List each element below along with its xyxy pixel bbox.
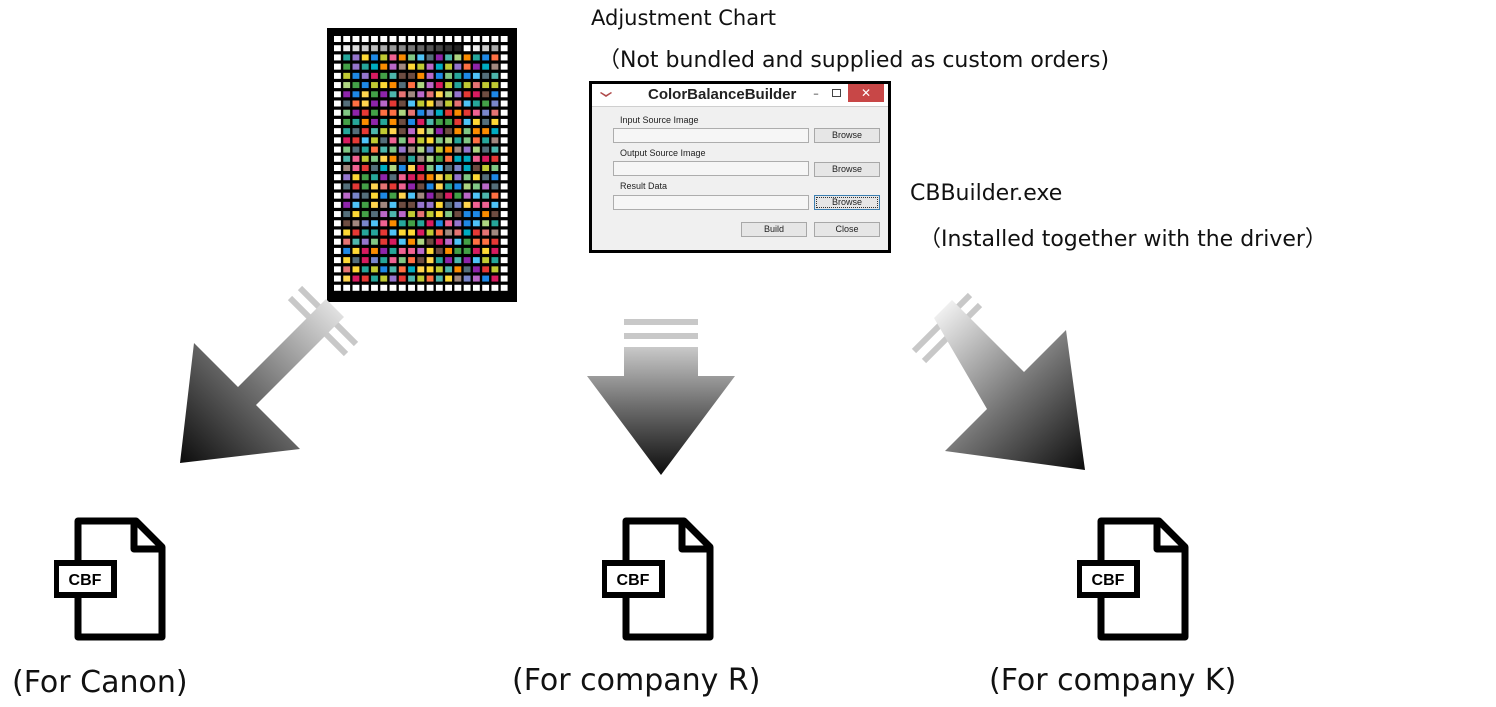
cbbuilder-window: ColorBalanceBuilder – ✕ Input Source Ima… [589,81,891,253]
adjustment-chart-title: Adjustment Chart [591,6,776,30]
output-caption-company-r: (For company R) [512,663,761,698]
file-icon: CBF [1077,517,1189,641]
close-button[interactable]: Close [814,222,880,237]
close-window-button[interactable]: ✕ [848,84,884,102]
build-button[interactable]: Build [741,222,807,237]
result-data-label: Result Data [620,181,668,191]
output-source-field[interactable] [613,161,809,176]
window-title: ColorBalanceBuilder [648,86,797,103]
window-titlebar: ColorBalanceBuilder – ✕ [592,84,888,107]
input-source-label: Input Source Image [620,115,699,125]
arrow-down-icon [587,319,735,475]
result-browse-button[interactable]: Browse [814,195,880,210]
color-chart-swatches [334,36,508,291]
minimize-button[interactable]: – [813,87,819,100]
adjustment-chart-note: （Not bundled and supplied as custom orde… [598,48,1110,73]
executable-note: （Installed together with the driver） [919,227,1327,252]
file-type-label: CBF [1092,572,1125,589]
output-caption-canon: (For Canon) [12,665,188,700]
file-type-label: CBF [617,572,650,589]
output-caption-company-k: (For company K) [989,663,1237,698]
file-icon: CBF [54,517,166,641]
app-icon [600,92,612,97]
output-source-label: Output Source Image [620,148,706,158]
result-data-field[interactable] [613,195,809,210]
input-browse-button[interactable]: Browse [814,128,880,143]
file-type-label: CBF [69,572,102,589]
arrow-down-left-icon [180,285,359,463]
executable-name: CBBuilder.exe [910,181,1063,206]
output-browse-button[interactable]: Browse [814,162,880,177]
file-icon: CBF [602,517,714,641]
arrow-down-right-icon [911,292,1085,470]
maximize-icon [832,89,841,97]
input-source-field[interactable] [613,128,809,143]
maximize-button[interactable] [828,86,844,102]
adjustment-color-chart [327,28,517,302]
